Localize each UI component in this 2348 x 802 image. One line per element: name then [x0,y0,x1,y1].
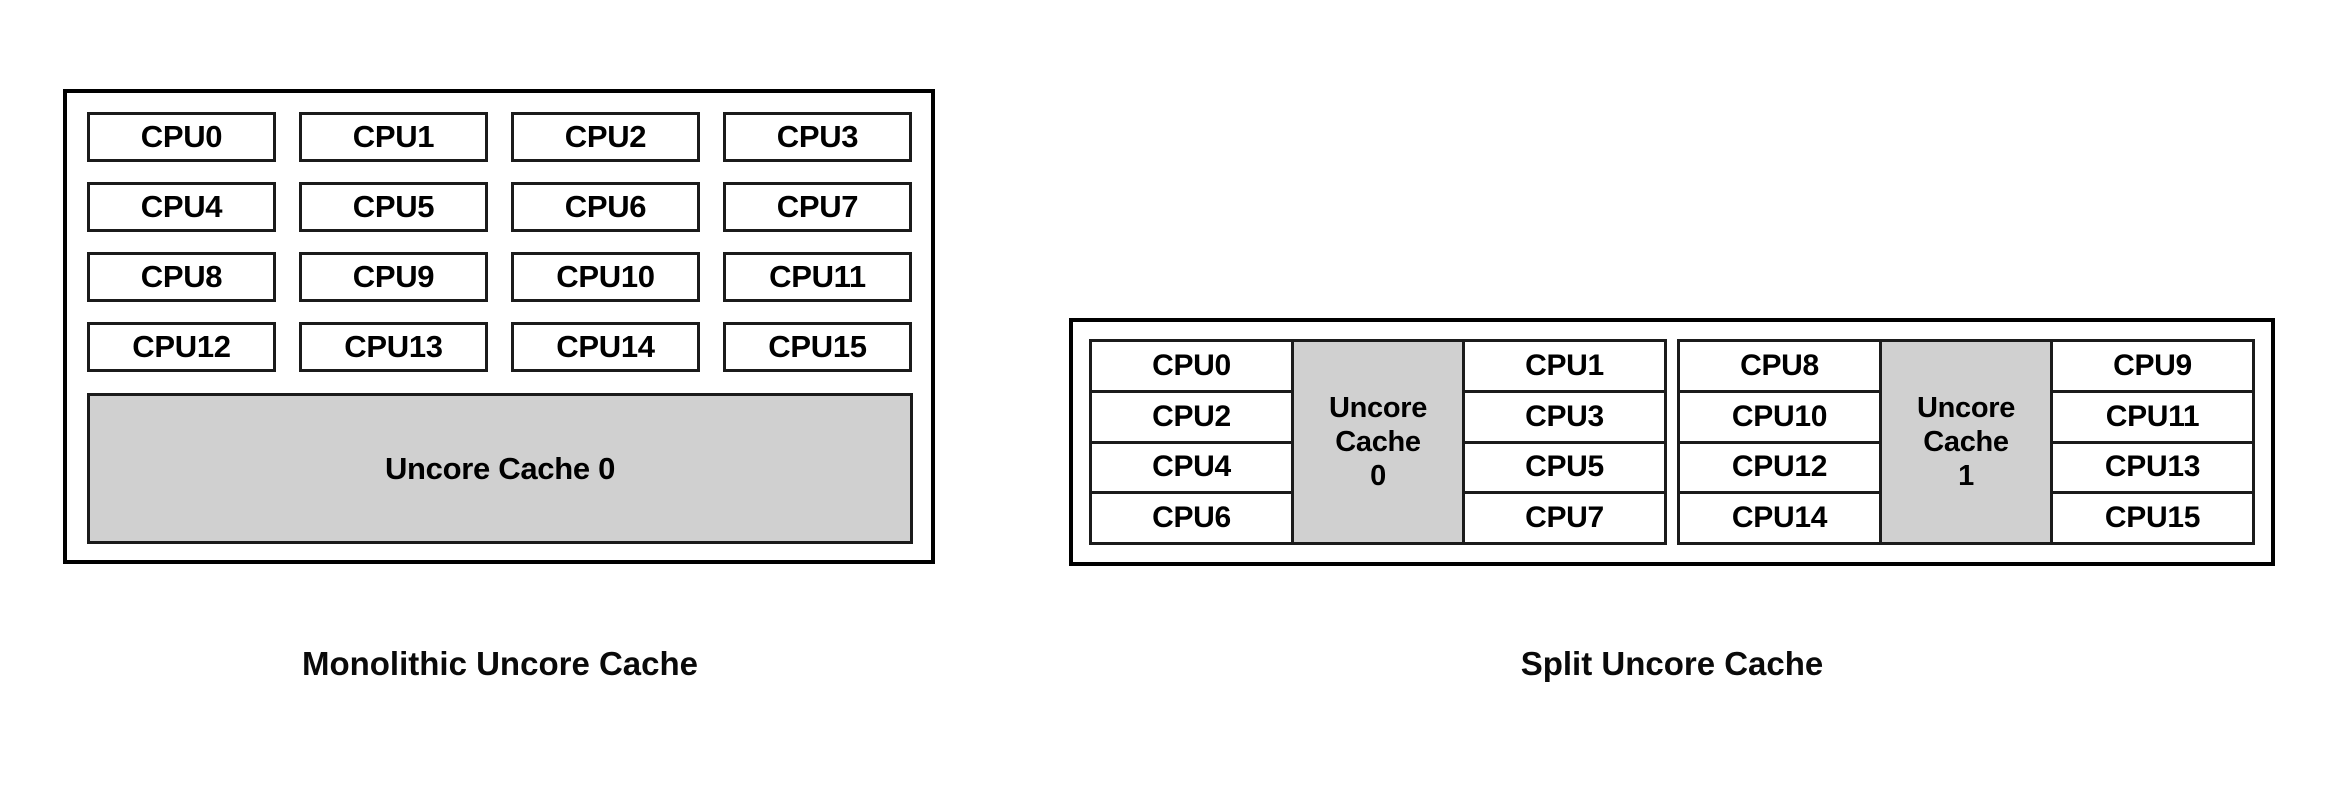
uncore-cache-label-line1: Uncore [1916,391,2016,424]
cpu-box-15: CPU15 [723,322,912,372]
cpu-box-1: CPU1 [1465,342,1664,393]
cpu-column-left-0: CPU0 CPU2 CPU4 CPU6 [1092,342,1291,542]
split-uncore-cache-diagram: CPU0 CPU2 CPU4 CPU6 Uncore Cache 0 CPU1 … [1069,318,2275,566]
cpu-box-8: CPU8 [87,252,276,302]
cpu-box-12: CPU12 [87,322,276,372]
cpu-box-12: CPU12 [1680,443,1879,495]
monolithic-cpu-grid: CPU0 CPU1 CPU2 CPU3 CPU4 CPU5 CPU6 CPU7 … [87,112,913,372]
cpu-label: CPU11 [769,259,866,294]
cpu-box-3: CPU3 [723,112,912,162]
cpu-box-0: CPU0 [87,112,276,162]
uncore-cache-label: Uncore Cache 0 [384,450,616,486]
cpu-box-7: CPU7 [723,182,912,232]
cpu-box-9: CPU9 [2053,342,2252,393]
cpu-label: CPU6 [564,189,647,224]
uncore-cache-label-line3: 0 [1370,460,1386,493]
cpu-label: CPU13 [344,329,443,364]
cpu-box-11: CPU11 [723,252,912,302]
cpu-label: CPU1 [352,119,435,154]
cpu-box-2: CPU2 [1092,392,1291,444]
cpu-label: CPU11 [2105,399,2200,433]
cpu-box-13: CPU13 [299,322,488,372]
cpu-label: CPU12 [132,329,231,364]
cpu-label: CPU7 [776,189,859,224]
cpu-column-right-1: CPU9 CPU11 CPU13 CPU15 [2053,342,2252,542]
cpu-label: CPU9 [352,259,435,294]
cpu-label: CPU12 [1731,450,1828,484]
uncore-cache-label-line3: 1 [1958,460,1974,493]
monolithic-uncore-cache-diagram: CPU0 CPU1 CPU2 CPU3 CPU4 CPU5 CPU6 CPU7 … [63,89,935,564]
split-group-1: CPU8 CPU10 CPU12 CPU14 Uncore Cache 1 CP… [1677,339,2255,545]
cpu-label: CPU8 [140,259,223,294]
cpu-label: CPU1 [1525,348,1604,382]
cpu-box-14: CPU14 [511,322,700,372]
cpu-label: CPU0 [1152,348,1231,382]
cpu-box-10: CPU10 [511,252,700,302]
cpu-label: CPU2 [564,119,647,154]
split-groups-container: CPU0 CPU2 CPU4 CPU6 Uncore Cache 0 CPU1 … [1089,339,2255,545]
cpu-box-14: CPU14 [1680,494,1879,542]
cpu-label: CPU15 [2104,501,2201,535]
cpu-label: CPU3 [776,119,859,154]
cpu-label: CPU14 [556,329,655,364]
cpu-label: CPU10 [1731,399,1828,433]
cpu-label: CPU8 [1740,348,1819,382]
cpu-box-6: CPU6 [1092,494,1291,542]
cpu-box-11: CPU11 [2053,392,2252,444]
cpu-label: CPU4 [140,189,223,224]
cpu-label: CPU6 [1152,501,1231,535]
cpu-column-right-0: CPU1 CPU3 CPU5 CPU7 [1465,342,1664,542]
cpu-label: CPU14 [1731,501,1828,535]
cpu-box-4: CPU4 [87,182,276,232]
cpu-box-4: CPU4 [1092,443,1291,495]
cpu-box-8: CPU8 [1680,342,1879,393]
cpu-box-5: CPU5 [299,182,488,232]
cpu-box-3: CPU3 [1465,392,1664,444]
uncore-cache-label-line2: Cache [1923,425,2009,458]
cpu-label: CPU0 [140,119,223,154]
cpu-box-0: CPU0 [1092,342,1291,393]
cpu-label: CPU9 [2113,348,2192,382]
uncore-cache-label-line2: Cache [1335,425,1421,458]
cpu-box-1: CPU1 [299,112,488,162]
cpu-label: CPU5 [1525,450,1604,484]
cpu-box-15: CPU15 [2053,494,2252,542]
split-caption: Split Uncore Cache [1520,645,1824,682]
cpu-label: CPU10 [556,259,655,294]
cpu-label: CPU15 [768,329,867,364]
cpu-box-9: CPU9 [299,252,488,302]
uncore-cache-block-0: Uncore Cache 0 [87,393,913,544]
cpu-box-6: CPU6 [511,182,700,232]
uncore-cache-label-line1: Uncore [1328,391,1428,424]
cpu-label: CPU13 [2104,450,2201,484]
cpu-label: CPU4 [1152,450,1231,484]
cpu-label: CPU5 [352,189,435,224]
cpu-label: CPU7 [1525,501,1604,535]
monolithic-caption: Monolithic Uncore Cache [301,645,699,682]
cpu-label: CPU2 [1152,399,1231,433]
uncore-cache-block-1: Uncore Cache 1 [1879,342,2053,542]
cpu-box-7: CPU7 [1465,494,1664,542]
cpu-label: CPU3 [1525,399,1604,433]
uncore-cache-block-0: Uncore Cache 0 [1291,342,1465,542]
cpu-box-5: CPU5 [1465,443,1664,495]
cpu-box-10: CPU10 [1680,392,1879,444]
split-group-0: CPU0 CPU2 CPU4 CPU6 Uncore Cache 0 CPU1 … [1089,339,1667,545]
cpu-column-left-1: CPU8 CPU10 CPU12 CPU14 [1680,342,1879,542]
cpu-box-2: CPU2 [511,112,700,162]
cpu-box-13: CPU13 [2053,443,2252,495]
